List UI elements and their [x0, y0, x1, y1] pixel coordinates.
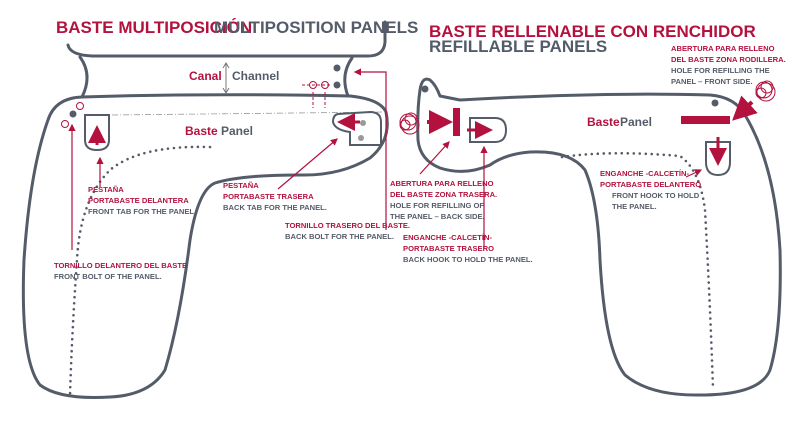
left-title-en: MULTIPOSITION PANELS [214, 18, 418, 37]
front-hook-label-en1: FRONT HOOK TO HOLD [612, 191, 700, 200]
back-hook-label-es1: ENGANCHE -CALCETÍN- [403, 233, 492, 242]
back-bolt-label-en: BACK BOLT FOR THE PANEL. [285, 232, 394, 241]
right-panel-label-en: Panel [620, 115, 652, 129]
channel-outline [78, 55, 354, 99]
front-hole-label-en1: HOLE FOR REFILLING THE [671, 66, 770, 75]
channel-frame [66, 20, 387, 58]
front-bolt-label-es: TORNILLO DELANTERO DEL BASTE [54, 261, 187, 270]
bolt-hole-icon [333, 64, 341, 72]
bolt-hole-icon [333, 81, 341, 89]
back-hole-label-es1: ABERTURA PARA RELLENO [390, 179, 494, 188]
back-refill-hole [453, 108, 460, 136]
front-hole-label-en2: PANEL – FRONT SIDE. [671, 77, 753, 86]
front-refill-hole [681, 116, 730, 124]
front-bolt-label-en: FRONT BOLT OF THE PANEL. [54, 272, 162, 281]
seam-dotted [560, 151, 715, 390]
back-hole-label-es2: DEL BASTE ZONA TRASERA. [390, 190, 497, 199]
front-bolt-icon [69, 110, 77, 118]
front-tab-label-en: FRONT TAB FOR THE PANEL. [88, 207, 196, 216]
left-panel-label-en: Panel [221, 124, 253, 138]
refillable-panel-outline [416, 77, 782, 397]
front-hole-label-es2: DEL BASTE ZONA RODILLERA. [671, 55, 786, 64]
left-panel-label-es: Baste [185, 124, 218, 138]
back-tab [331, 110, 382, 146]
panel-outline [21, 94, 389, 399]
back-bolt-label-es: TORNILLO TRASERO DEL BASTE. [285, 221, 410, 230]
front-hook-label-es2: PORTABASTE DELANTERO [600, 180, 701, 189]
multiposition-panel-diagram: BASTE MULTIPOSICIÓN MULTIPOSITION PANELS… [21, 18, 418, 399]
back-tab-label-es2: PORTABASTE TRASERA [223, 192, 314, 201]
back-hook-label-en: BACK HOOK TO HOLD THE PANEL. [403, 255, 533, 264]
back-tab-label-en: BACK TAB FOR THE PANEL. [223, 203, 327, 212]
right-title-es: BASTE RELLENABLE CON RENCHIDOR [429, 22, 756, 41]
refillable-panel-diagram: BASTE RELLENABLE CON RENCHIDOR REFILLABL… [390, 22, 786, 397]
front-hook-label-en2: THE PANEL. [612, 202, 657, 211]
left-title-es: BASTE MULTIPOSICIÓN [56, 18, 252, 37]
right-title-en: REFILLABLE PANELS [429, 37, 607, 56]
back-hook-label-es2: PORTABASTE TRASERO [403, 244, 494, 253]
front-hole-label-es1: ABERTURA PARA RELLENO [671, 44, 775, 53]
front-tab-label-es2: PORTABASTE DELANTERA [88, 196, 189, 205]
channel-label-es: Canal [189, 69, 222, 83]
right-panel-label-es: Baste [587, 115, 620, 129]
back-hole-label-en1: HOLE FOR REFILLING OF [390, 201, 484, 210]
back-hole-label-en2: THE PANEL – BACK SIDE. [390, 212, 485, 221]
seam-dotted [68, 145, 212, 397]
front-tab-label-es1: PESTAÑA [88, 185, 124, 194]
filling-swirl-icon [399, 112, 420, 135]
channel-label-en: Channel [232, 69, 279, 83]
filling-swirl-icon [755, 80, 776, 102]
back-tab-label-es1: PESTAÑA [223, 181, 259, 190]
front-hook-label-es1: ENGANCHE -CALCETÍN- [600, 169, 689, 178]
